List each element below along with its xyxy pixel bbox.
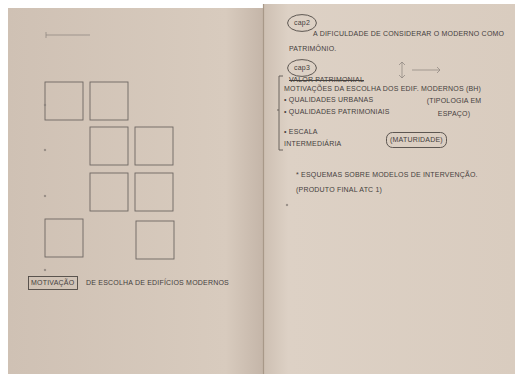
boxed-word: MOTIVAÇÃO: [28, 276, 78, 290]
note-text: DE ESCOLHA DE EDIFÍCIOS MODERNOS: [86, 277, 229, 289]
chapter-circle: cap2: [287, 14, 317, 32]
sketch-marks: [44, 32, 288, 271]
square-grid: [45, 82, 174, 259]
node-text: cap3: [294, 63, 310, 73]
bracket: [277, 76, 283, 150]
node-text: MOTIVAÇÃO: [31, 278, 75, 288]
side-note: (TIPOLOGIA EM ESPAÇO): [418, 94, 490, 120]
note-text: MOTIVAÇÕES DA ESCOLHA DOS EDIF. MODERNOS…: [284, 83, 481, 95]
note-text: * ESQUEMAS SOBRE MODELOS DE INTERVENÇÃO.…: [296, 167, 481, 197]
node-text: (MATURIDADE): [390, 135, 443, 145]
bullet-item: • QUALIDADES PATRIMONIAIS: [284, 106, 390, 118]
node-text: cap2: [294, 18, 310, 28]
chapter-circle: cap3: [287, 59, 317, 77]
chapter-title: A DIFICULDADE DE CONSIDERAR O MODERNO CO…: [289, 26, 511, 56]
arrow-sketch: [399, 62, 440, 78]
bullet-item: • ESCALA INTERMEDIÁRIA: [284, 126, 362, 150]
boxed-note: (MATURIDADE): [386, 132, 447, 148]
right-page: [263, 4, 515, 374]
bullet-item: • QUALIDADES URBANAS: [284, 94, 373, 106]
spine: [263, 4, 264, 374]
left-page: [8, 8, 264, 374]
struck-note: VALOR PATRIMONIAL: [289, 74, 364, 86]
